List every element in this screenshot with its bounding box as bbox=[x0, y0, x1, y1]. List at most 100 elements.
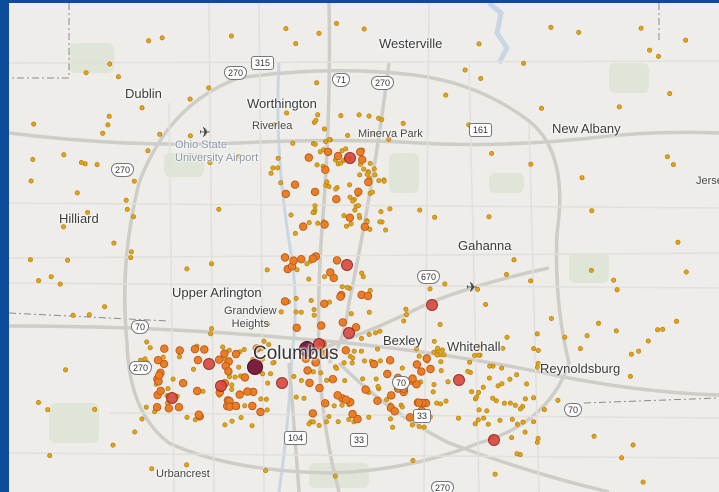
incident-marker-small bbox=[383, 227, 389, 233]
incident-marker-medium bbox=[320, 299, 329, 308]
incident-marker-small bbox=[492, 471, 498, 477]
incident-marker-small bbox=[376, 178, 382, 184]
incident-marker-small bbox=[507, 400, 513, 406]
incident-marker-small bbox=[187, 133, 193, 139]
incident-marker-small bbox=[673, 318, 679, 324]
incident-marker-small bbox=[486, 375, 492, 381]
incident-marker-medium bbox=[231, 349, 241, 359]
incident-marker-small bbox=[484, 408, 490, 414]
map-viewport[interactable]: Westerville Dublin Worthington Riverlea … bbox=[9, 3, 719, 492]
incident-marker-small bbox=[347, 194, 353, 200]
incident-marker-small bbox=[298, 377, 304, 383]
incident-marker-small bbox=[357, 172, 363, 178]
highway bbox=[9, 130, 719, 147]
incident-marker-small bbox=[165, 386, 171, 392]
incident-marker-small bbox=[315, 220, 321, 226]
incident-marker-small bbox=[110, 442, 116, 448]
incident-marker-small bbox=[361, 26, 367, 32]
incident-marker-small bbox=[497, 417, 503, 423]
incident-marker-small bbox=[667, 91, 673, 97]
incident-marker-medium bbox=[363, 291, 373, 301]
incident-marker-small bbox=[184, 414, 190, 420]
highway bbox=[287, 362, 301, 492]
incident-marker-small bbox=[531, 346, 537, 352]
incident-marker-small bbox=[209, 261, 215, 267]
incident-marker-medium bbox=[311, 358, 320, 367]
incident-marker-small bbox=[229, 382, 235, 388]
incident-marker-small bbox=[220, 344, 226, 350]
incident-marker-small bbox=[128, 255, 134, 261]
incident-marker-small bbox=[283, 26, 289, 32]
incident-marker-small bbox=[147, 345, 153, 351]
incident-marker-medium bbox=[369, 359, 379, 369]
park-area bbox=[69, 43, 114, 73]
incident-marker-small bbox=[242, 403, 248, 409]
incident-marker-small bbox=[387, 416, 393, 422]
incident-marker-small bbox=[258, 396, 264, 402]
incident-marker-small bbox=[301, 395, 307, 401]
incident-marker-small bbox=[128, 249, 134, 255]
incident-marker-small bbox=[366, 113, 372, 119]
incident-marker-medium bbox=[373, 396, 382, 405]
incident-marker-small bbox=[435, 345, 441, 351]
incident-marker-small bbox=[367, 160, 373, 166]
incident-marker-small bbox=[311, 312, 317, 318]
incident-marker-small bbox=[655, 53, 661, 59]
incident-marker-small bbox=[45, 407, 51, 413]
incident-marker-small bbox=[437, 321, 443, 327]
incident-marker-small bbox=[343, 146, 349, 152]
incident-marker-small bbox=[403, 312, 409, 318]
incident-marker-medium bbox=[412, 380, 421, 389]
incident-marker-small bbox=[335, 419, 341, 425]
place-label-jersey: Jerse bbox=[696, 175, 719, 187]
incident-marker-small bbox=[293, 41, 299, 47]
incident-marker-small bbox=[228, 33, 234, 39]
incident-marker-small bbox=[149, 466, 155, 472]
incident-marker-small bbox=[369, 189, 375, 195]
incident-marker-small bbox=[288, 212, 294, 218]
incident-marker-medium bbox=[361, 385, 370, 394]
incident-marker-small bbox=[338, 113, 344, 119]
incident-marker-small bbox=[377, 219, 383, 225]
incident-marker-small bbox=[471, 352, 477, 358]
incident-marker-small bbox=[366, 309, 372, 315]
incident-marker-small bbox=[455, 415, 461, 421]
incident-marker-small bbox=[139, 105, 145, 111]
incident-marker-medium bbox=[303, 366, 312, 375]
place-label-gahanna: Gahanna bbox=[458, 238, 512, 253]
incident-marker-small bbox=[28, 178, 34, 184]
incident-marker-medium bbox=[292, 323, 301, 332]
incident-marker-medium bbox=[280, 297, 290, 306]
incident-marker-large bbox=[344, 152, 356, 164]
incident-marker-small bbox=[481, 415, 487, 421]
incident-marker-medium bbox=[304, 153, 313, 162]
route-shield-i270-south: 270 bbox=[431, 481, 455, 492]
incident-marker-small bbox=[522, 429, 528, 435]
incident-marker-medium bbox=[193, 355, 203, 365]
incident-marker-small bbox=[417, 207, 423, 213]
incident-marker-small bbox=[387, 206, 393, 212]
street bbox=[9, 202, 719, 209]
route-shield-33: 33 bbox=[413, 409, 432, 423]
incident-marker-small bbox=[48, 274, 54, 280]
route-shield-161: 161 bbox=[469, 123, 493, 137]
incident-marker-small bbox=[660, 326, 666, 332]
incident-marker-large bbox=[488, 434, 500, 446]
incident-marker-small bbox=[27, 257, 33, 263]
incident-marker-small bbox=[143, 404, 149, 410]
incident-marker-small bbox=[271, 122, 277, 128]
incident-marker-small bbox=[359, 270, 365, 276]
street bbox=[208, 3, 215, 492]
incident-marker-small bbox=[206, 85, 212, 91]
route-shield-i270-north: 270 bbox=[224, 66, 248, 80]
incident-marker-small bbox=[493, 398, 499, 404]
incident-marker-small bbox=[264, 267, 270, 273]
incident-marker-small bbox=[92, 406, 98, 412]
incident-marker-small bbox=[361, 166, 367, 172]
incident-marker-small bbox=[263, 468, 269, 474]
incident-marker-small bbox=[291, 373, 297, 379]
highway bbox=[337, 361, 610, 492]
incident-marker-xlarge bbox=[299, 341, 315, 357]
incident-marker-medium bbox=[248, 401, 257, 411]
incident-marker-small bbox=[83, 70, 89, 76]
